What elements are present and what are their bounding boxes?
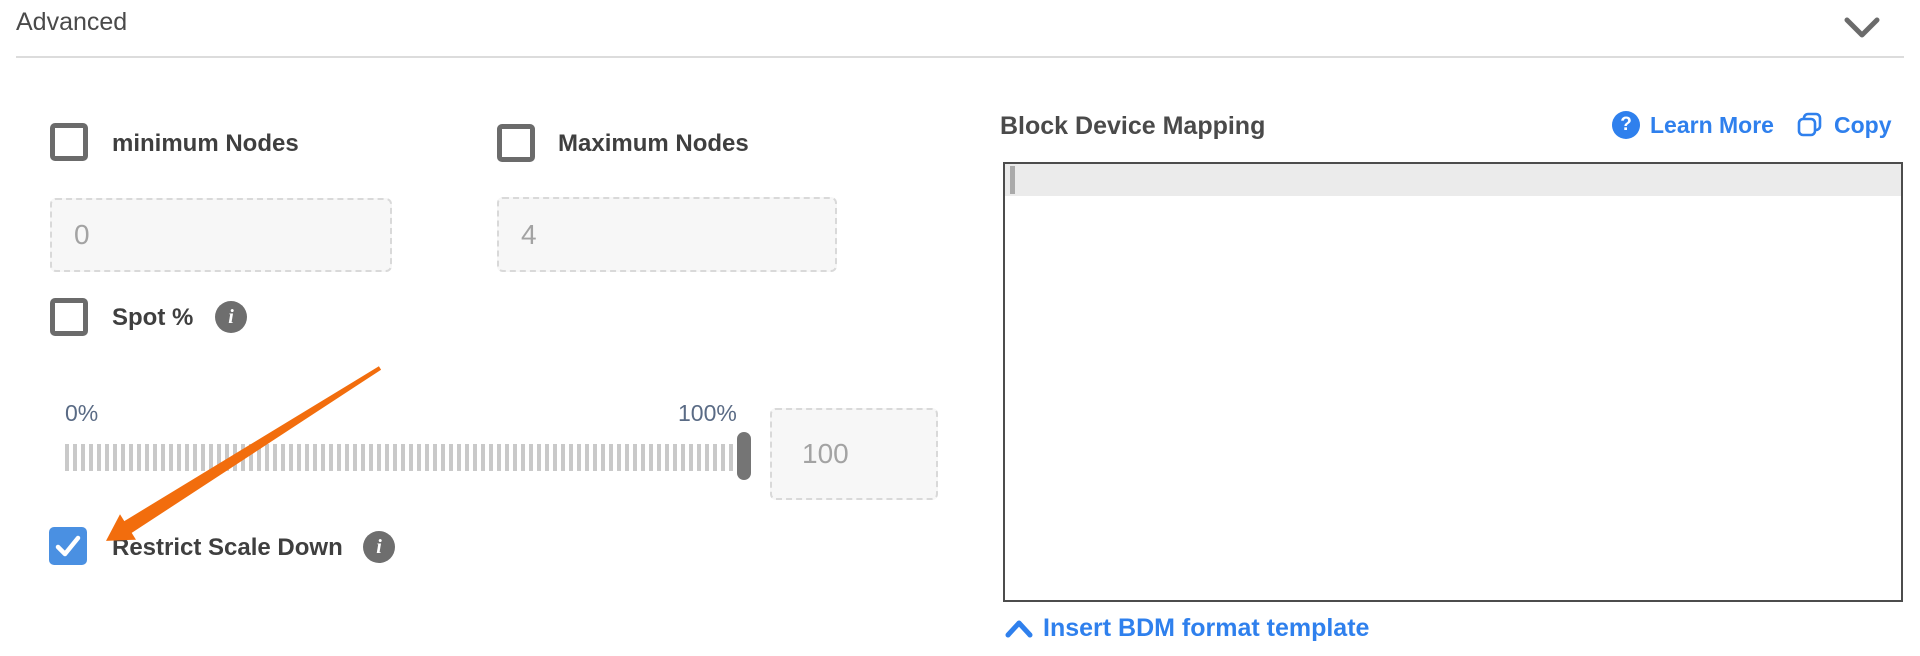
question-mark-icon: ? [1612, 111, 1640, 139]
spot-percent-value-input[interactable] [770, 408, 938, 500]
learn-more-label: Learn More [1650, 111, 1774, 138]
checkmark-icon [55, 535, 81, 557]
spot-info-icon[interactable]: i [215, 301, 247, 333]
slider-max-label: 100% [678, 400, 737, 426]
minimum-nodes-input[interactable] [50, 198, 392, 272]
bdm-editor[interactable] [1003, 162, 1903, 602]
copy-button[interactable]: Copy [1796, 111, 1892, 139]
maximum-nodes-label: Maximum Nodes [558, 130, 749, 157]
spot-percent-slider-track[interactable] [65, 444, 750, 471]
insert-bdm-template-link[interactable]: Insert BDM format template [1005, 614, 1369, 643]
learn-more-link[interactable]: ? Learn More [1612, 111, 1774, 139]
maximum-nodes-input[interactable] [497, 197, 837, 272]
restrict-scale-down-info-icon[interactable]: i [363, 531, 395, 563]
chevron-up-icon [1005, 620, 1033, 637]
copy-icon [1797, 112, 1822, 137]
restrict-scale-down-checkbox[interactable] [49, 527, 87, 565]
minimum-nodes-checkbox[interactable] [50, 123, 88, 161]
minimum-nodes-label: minimum Nodes [112, 130, 299, 157]
insert-bdm-template-label: Insert BDM format template [1043, 614, 1370, 642]
spot-percent-checkbox[interactable] [50, 298, 88, 336]
spot-percent-slider-handle[interactable] [737, 432, 751, 480]
editor-active-line [1005, 164, 1901, 196]
maximum-nodes-checkbox[interactable] [497, 124, 535, 162]
block-device-mapping-title: Block Device Mapping [1000, 112, 1266, 140]
section-divider [16, 56, 1904, 58]
collapse-section-chevron-down-icon[interactable] [1843, 14, 1881, 42]
editor-caret [1010, 166, 1015, 194]
restrict-scale-down-label: Restrict Scale Down [112, 534, 343, 561]
slider-min-label: 0% [65, 400, 99, 426]
spot-percent-label: Spot % [112, 304, 194, 331]
copy-label: Copy [1834, 111, 1892, 138]
section-title: Advanced [16, 8, 128, 36]
